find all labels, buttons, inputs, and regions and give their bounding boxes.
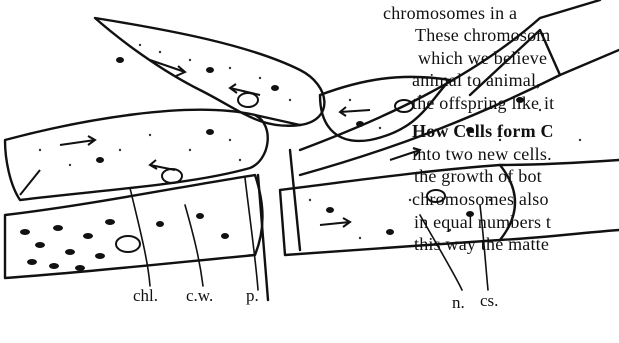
- label-cw: c.w.: [186, 286, 213, 306]
- text-line-3: which we believe: [418, 47, 547, 69]
- text-line-10: in equal numbers t: [414, 211, 551, 233]
- text-line-8: the growth of bot: [414, 165, 542, 187]
- label-n: n.: [452, 293, 465, 313]
- label-chl: chl.: [133, 286, 158, 306]
- cell-outline-left: [5, 110, 268, 200]
- nucleus: [238, 93, 258, 107]
- nucleus: [116, 236, 140, 252]
- text-line-4: animal to animal,: [412, 69, 541, 91]
- text-line-9: chromosomes also: [412, 188, 549, 210]
- text-line-5: the offspring like it: [412, 92, 554, 114]
- label-p: p.: [246, 286, 259, 306]
- text-line-7: into two new cells.: [412, 143, 552, 165]
- text-line-1: chromosomes in a: [383, 2, 517, 24]
- text-line-11: this way the matte: [414, 233, 549, 255]
- section-heading: How Cells form C: [412, 120, 554, 142]
- label-cs: cs.: [480, 291, 498, 311]
- text-line-2: These chromosom: [415, 24, 550, 46]
- nucleus: [162, 169, 182, 183]
- cell-outline-bottom: [5, 175, 263, 278]
